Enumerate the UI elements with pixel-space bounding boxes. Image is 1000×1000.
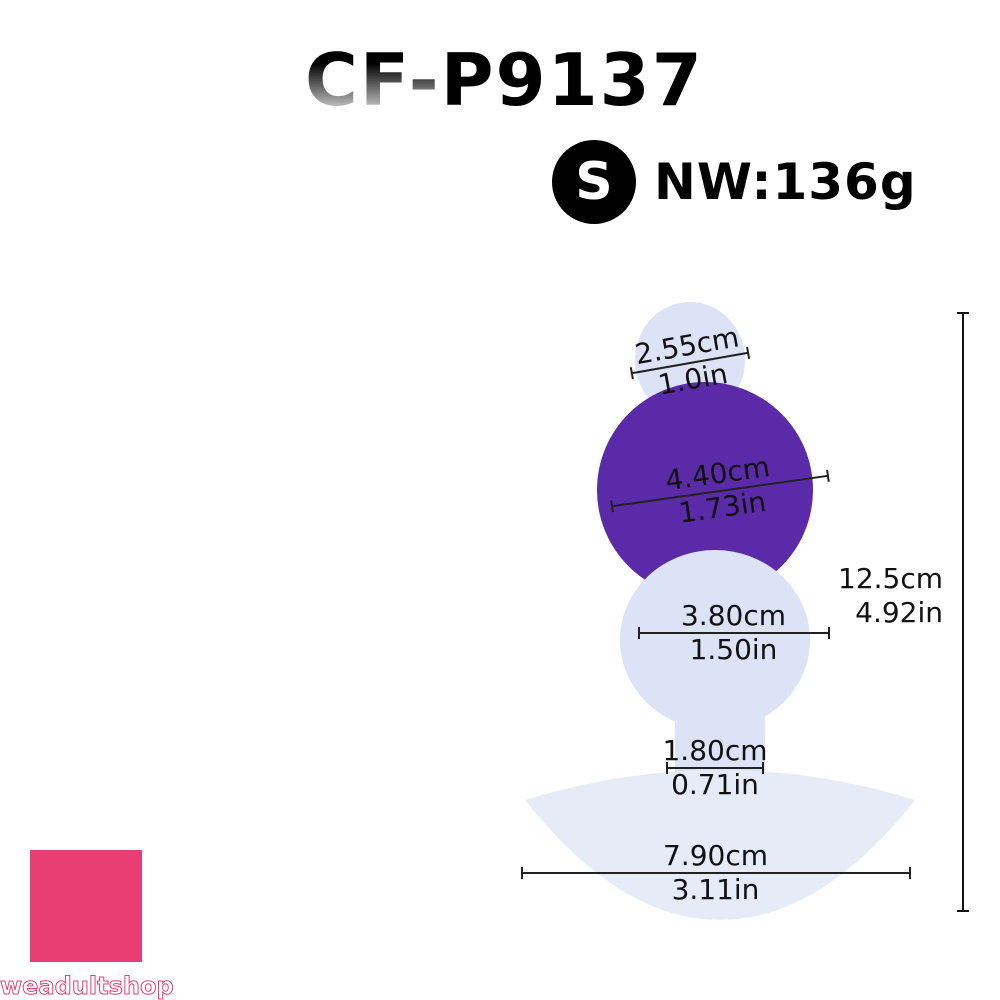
brand-logo: [30, 850, 142, 962]
weight-row: S NW:136g: [552, 140, 917, 224]
product-silhouette: [525, 302, 915, 920]
dimension-neck-width: 1.80cm 0.71in: [662, 734, 768, 802]
total-length-label: 12.5cm 4.92in: [838, 562, 944, 629]
model-code: CF-P9137: [305, 38, 704, 122]
size-badge: S: [552, 140, 636, 224]
total-length-bar: [957, 312, 969, 912]
brand-name: weadultshop: [0, 972, 174, 1000]
model-prefix: CF-: [305, 38, 441, 122]
dimension-middle-width: 3.80cm 1.50in: [636, 599, 831, 666]
net-weight: NW:136g: [654, 153, 917, 211]
model-number: P9137: [440, 38, 704, 122]
dimension-base-width: 7.90cm 3.11in: [518, 839, 913, 906]
